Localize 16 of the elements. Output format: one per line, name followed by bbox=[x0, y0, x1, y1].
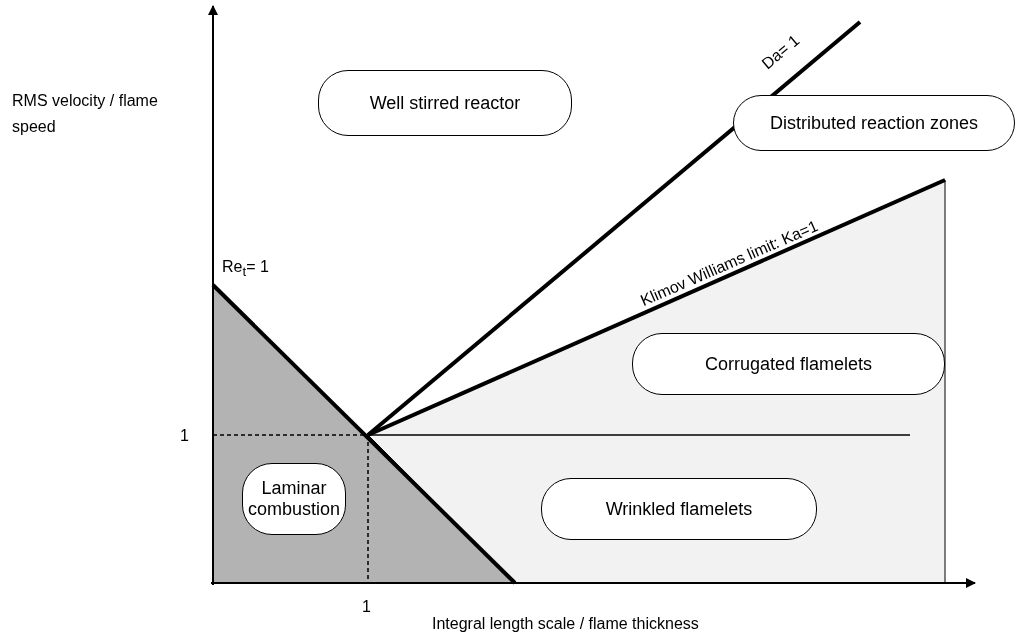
region-label: Distributed reaction zones bbox=[769, 112, 979, 134]
regime-box bbox=[541, 478, 817, 540]
regime-box bbox=[632, 333, 945, 395]
region-label: Wrinkled flamelets bbox=[605, 498, 753, 520]
x-axis-title: Integral length scale / flame thickness bbox=[432, 615, 699, 633]
y-axis-title: RMS velocity / flame speed bbox=[12, 91, 159, 137]
tick-label: 1 bbox=[180, 427, 189, 445]
region-label: Well stirred reactor bbox=[369, 92, 521, 114]
regime-box bbox=[242, 463, 346, 535]
line-label: Re$_{t}$= 1 bbox=[222, 258, 269, 280]
region-label: Corrugated flamelets bbox=[704, 353, 873, 375]
tick-label: 1 bbox=[362, 598, 371, 616]
regime-box bbox=[733, 95, 1015, 151]
line-label: Da= 1 bbox=[758, 31, 804, 73]
regime-box bbox=[318, 70, 572, 136]
region-label: Laminar combustion bbox=[246, 478, 342, 520]
